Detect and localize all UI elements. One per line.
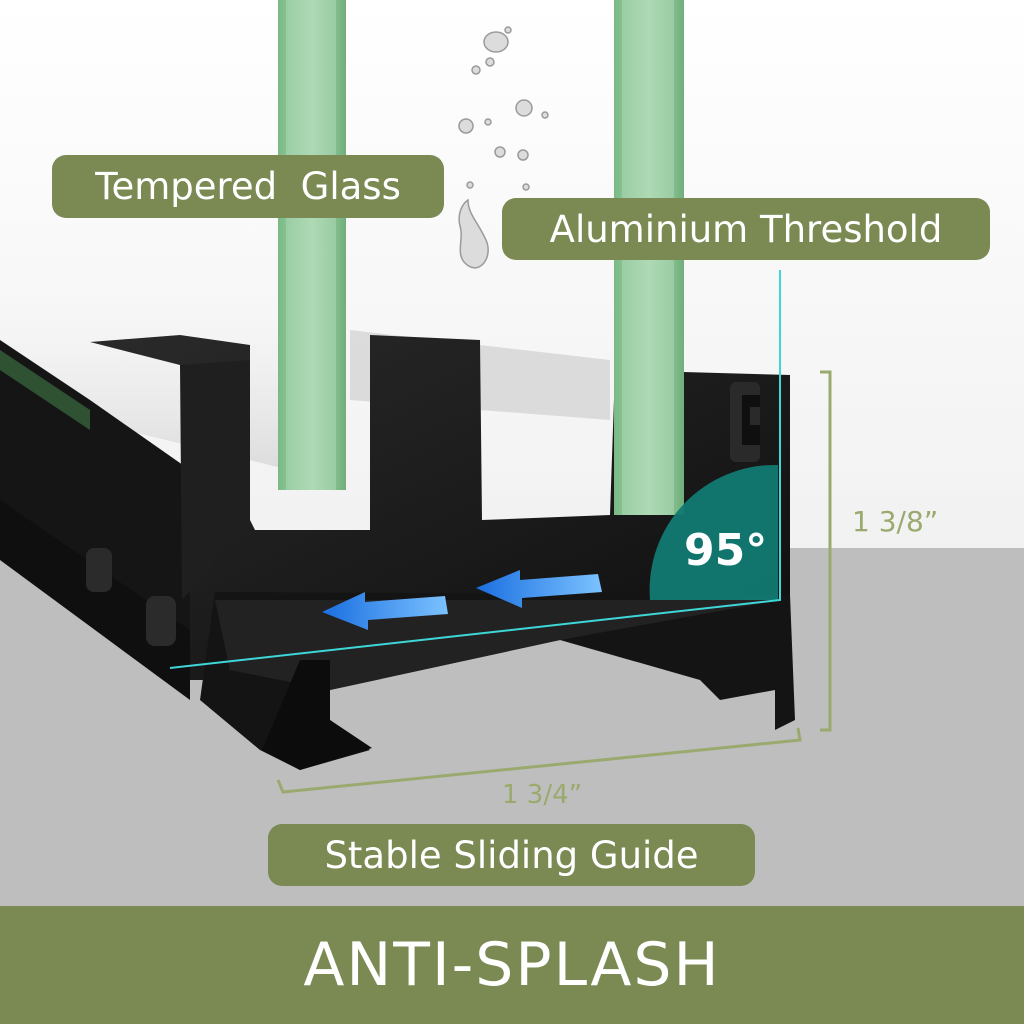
flow-arrow-icon [322, 592, 448, 630]
width-dimension-text: 1 3/4” [502, 780, 583, 810]
frame-cap-left [180, 360, 250, 600]
rail-body-left [0, 340, 190, 670]
angle-value: 95° [684, 525, 768, 576]
rail-lower-left [0, 500, 190, 700]
tempered-glass-label-text: Tempered Glass [95, 165, 401, 208]
screw [86, 548, 112, 592]
width-dimension-line [276, 727, 802, 794]
flow-arrow-icon [476, 570, 602, 608]
aluminium-threshold-label-text: Aluminium Threshold [549, 207, 943, 251]
sliding-guide-label-text: Stable Sliding Guide [324, 833, 699, 877]
screw [146, 596, 176, 646]
tempered-glass-label: Tempered Glass [52, 155, 444, 218]
aluminium-threshold-label: Aluminium Threshold [502, 198, 990, 260]
section-line [169, 270, 781, 669]
anti-splash-banner: ANTI-SPLASH [0, 906, 1024, 1024]
height-dimension-line [820, 370, 832, 732]
sliding-guide-label: Stable Sliding Guide [268, 824, 755, 886]
seal-hook [742, 395, 760, 445]
tempered-glass-left-edge [286, 0, 336, 490]
height-dimension-text: 1 3/8” [852, 505, 939, 538]
water-droplets-icon [458, 26, 549, 269]
banner-title: ANTI-SPLASH [303, 930, 721, 1000]
angle-marker [649, 464, 778, 600]
guide-foot [262, 660, 372, 770]
rail-edge-left [0, 350, 90, 430]
